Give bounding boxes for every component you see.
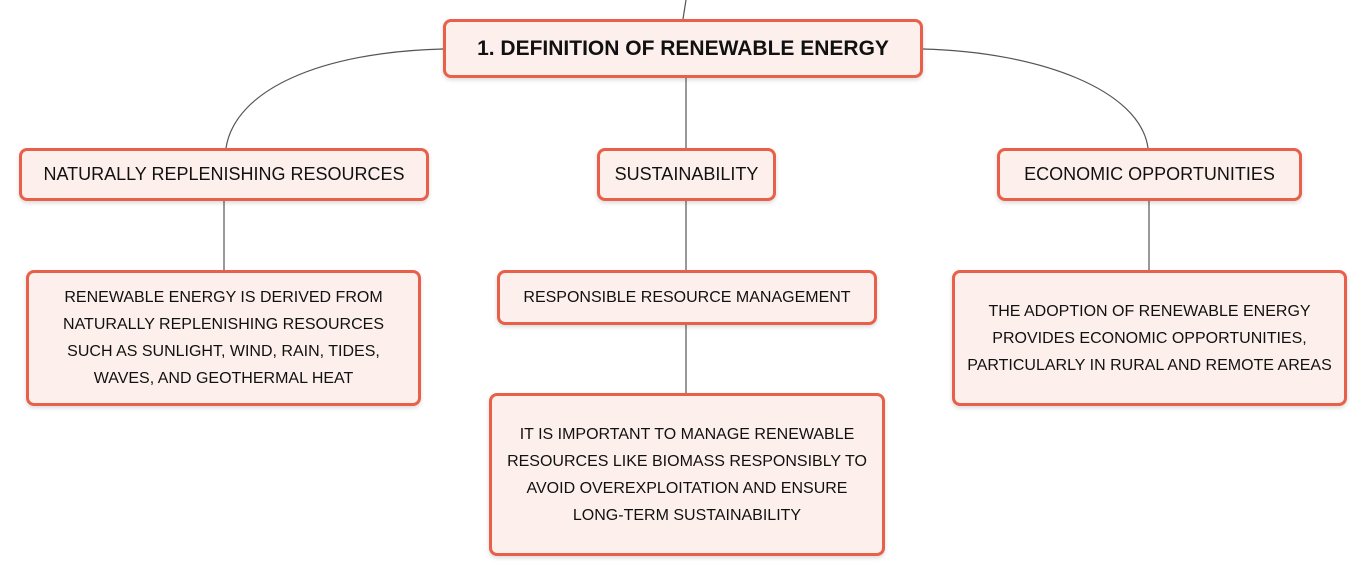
detail-node-manage-biomass-responsibly[interactable]: IT IS IMPORTANT TO MANAGE RENEWABLE RESO… — [489, 393, 885, 556]
detail-node-text: RENEWABLE ENERGY IS DERIVED FROM NATURAL… — [63, 289, 384, 387]
branch-node-label: ECONOMIC OPPORTUNITIES — [1024, 164, 1275, 184]
branch-node-sustainability[interactable]: SUSTAINABILITY — [597, 148, 776, 201]
branch-node-label: NATURALLY REPLENISHING RESOURCES — [43, 164, 405, 184]
root-node[interactable]: 1. DEFINITION OF RENEWABLE ENERGY — [443, 19, 923, 78]
detail-node-naturally-replenishing-resources[interactable]: RENEWABLE ENERGY IS DERIVED FROM NATURAL… — [26, 270, 421, 406]
detail-node-text: IT IS IMPORTANT TO MANAGE RENEWABLE RESO… — [507, 425, 867, 524]
connector-root-to-naturally-replenishing — [225, 48, 444, 149]
detail-node-text: THE ADOPTION OF RENEWABLE ENERGY PROVIDE… — [967, 302, 1332, 374]
detail-node-responsible-resource-management[interactable]: RESPONSIBLE RESOURCE MANAGEMENT — [497, 270, 877, 325]
connector-root-to-economic-opportunities — [922, 48, 1149, 149]
connector-parent-to-root — [682, 0, 687, 20]
branch-node-naturally-replenishing-resources[interactable]: NATURALLY REPLENISHING RESOURCES — [19, 148, 429, 201]
root-node-label: 1. DEFINITION OF RENEWABLE ENERGY — [477, 36, 889, 60]
detail-node-text: RESPONSIBLE RESOURCE MANAGEMENT — [523, 289, 851, 306]
detail-node-economic-opportunities[interactable]: THE ADOPTION OF RENEWABLE ENERGY PROVIDE… — [952, 270, 1347, 406]
branch-node-economic-opportunities[interactable]: ECONOMIC OPPORTUNITIES — [997, 148, 1302, 201]
branch-node-label: SUSTAINABILITY — [614, 164, 759, 184]
